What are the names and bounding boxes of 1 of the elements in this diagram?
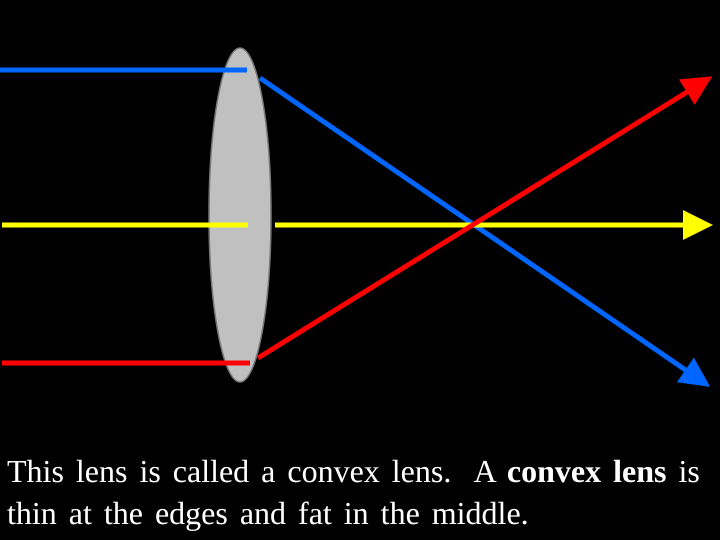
caption: This lens is called a convex lens. A convex lens is thin at the edges and fat in the middle. [7,452,701,533]
